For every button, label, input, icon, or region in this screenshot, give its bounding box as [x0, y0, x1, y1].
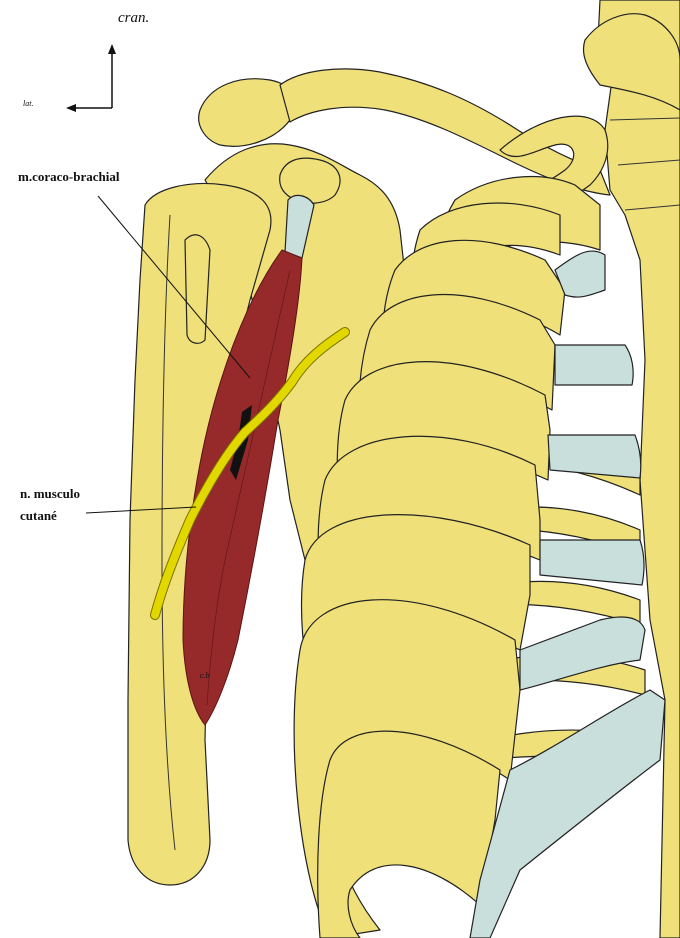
- nerve-label-line2: cutané: [20, 508, 57, 523]
- cartilage-2: [555, 345, 633, 385]
- cranial-arrowhead-icon: [108, 44, 116, 54]
- humerus-tubercle: [185, 235, 210, 343]
- rib-10: [318, 731, 500, 938]
- cartilage-1: [555, 251, 605, 297]
- orientation-indicator: cran. lat.: [23, 10, 149, 112]
- cranial-label: cran.: [118, 10, 149, 26]
- muscle-label: m.coraco-brachial: [18, 169, 120, 184]
- cartilage-3: [548, 435, 641, 478]
- lateral-arrowhead-icon: [66, 104, 76, 112]
- lateral-label: lat.: [23, 99, 33, 108]
- muscle-mark: c.b: [200, 671, 210, 680]
- cartilage-4: [540, 540, 644, 585]
- coracoid-process: [280, 158, 340, 203]
- acromion: [199, 79, 295, 147]
- nerve-label-line1: n. musculo: [20, 486, 80, 501]
